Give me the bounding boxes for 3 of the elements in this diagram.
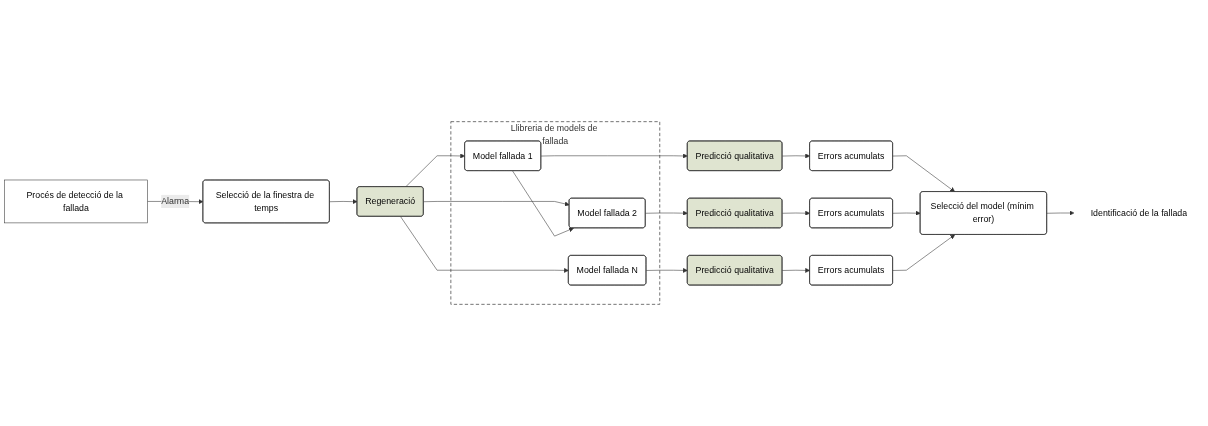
- edge-label: Alarma: [161, 196, 190, 206]
- node-box: Procés de detecció de la fallada: [4, 179, 148, 224]
- node-text: Identificació de la fallada: [1090, 208, 1188, 218]
